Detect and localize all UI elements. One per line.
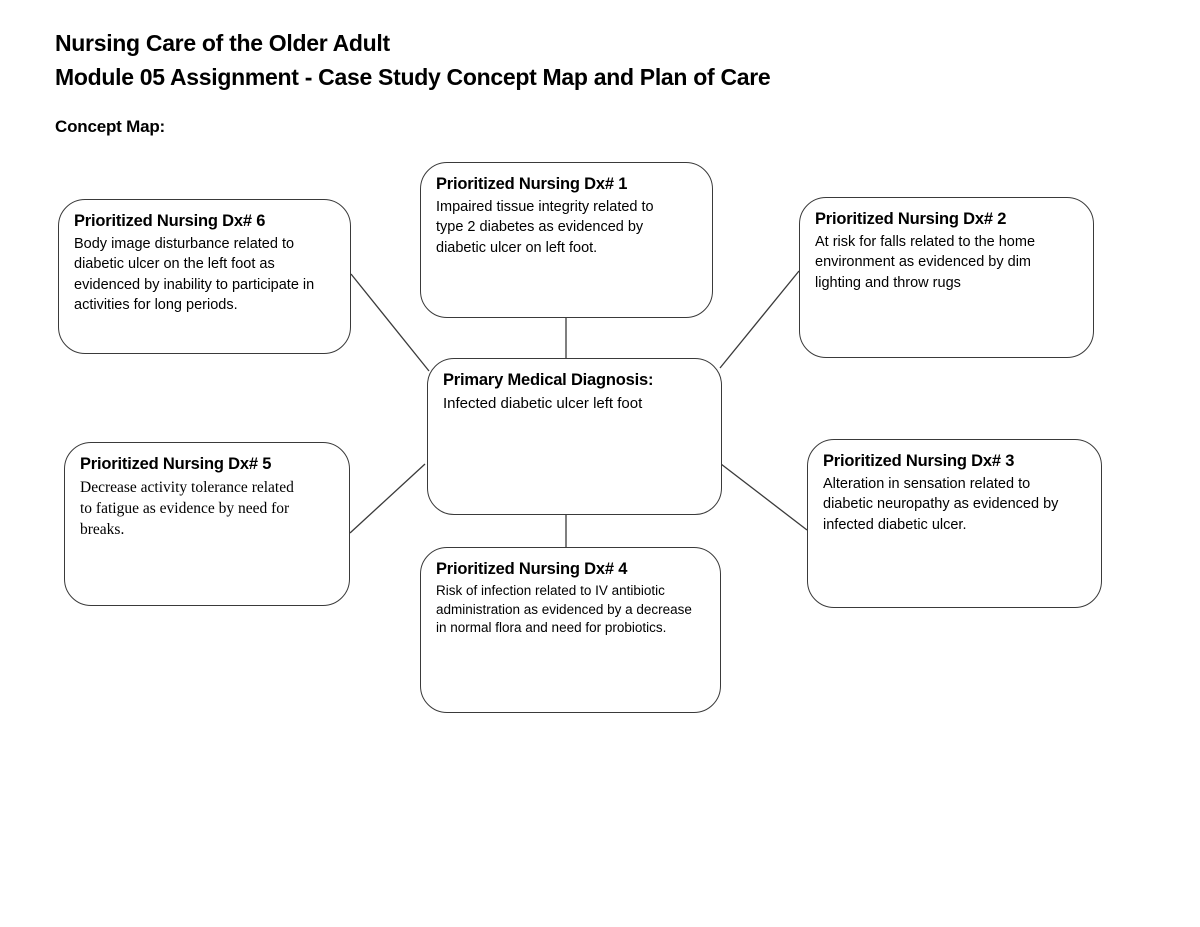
- node-dx4-body: Risk of infection related to IV antibiot…: [436, 582, 692, 636]
- node-dx3: Prioritized Nursing Dx# 3 Alteration in …: [807, 439, 1102, 608]
- node-dx5-title: Prioritized Nursing Dx# 5: [80, 455, 272, 473]
- node-dx1-title: Prioritized Nursing Dx# 1: [436, 175, 628, 193]
- node-dx2-title: Prioritized Nursing Dx# 2: [815, 210, 1007, 228]
- node-dx3-title: Prioritized Nursing Dx# 3: [823, 452, 1015, 470]
- node-primary-diagnosis-title: Primary Medical Diagnosis:: [443, 371, 654, 389]
- node-dx5: Prioritized Nursing Dx# 5 Decrease activ…: [64, 442, 350, 606]
- node-primary-diagnosis: Primary Medical Diagnosis: Infected diab…: [427, 358, 722, 515]
- node-dx4: Prioritized Nursing Dx# 4 Risk of infect…: [420, 547, 721, 713]
- node-dx5-body: Decrease activity tolerance related to f…: [80, 478, 294, 539]
- connector-dx5-center: [349, 463, 426, 534]
- node-dx1-body: Impaired tissue integrity related to typ…: [436, 198, 654, 256]
- node-dx6: Prioritized Nursing Dx# 6 Body image dis…: [58, 199, 351, 354]
- node-dx2: Prioritized Nursing Dx# 2 At risk for fa…: [799, 197, 1094, 358]
- node-dx1: Prioritized Nursing Dx# 1 Impaired tissu…: [420, 162, 713, 318]
- page-title-line2: Module 05 Assignment - Case Study Concep…: [55, 64, 771, 90]
- connector-center-dx3: [720, 463, 808, 531]
- node-dx6-body: Body image disturbance related to diabet…: [74, 235, 315, 314]
- node-dx6-title: Prioritized Nursing Dx# 6: [74, 212, 266, 230]
- node-dx4-title: Prioritized Nursing Dx# 4: [436, 560, 628, 578]
- node-primary-diagnosis-body: Infected diabetic ulcer left foot: [443, 394, 643, 412]
- connector-dx2-center: [719, 270, 800, 369]
- node-dx2-body: At risk for falls related to the home en…: [815, 233, 1036, 291]
- page-title-line1: Nursing Care of the Older Adult: [55, 30, 390, 56]
- node-dx3-body: Alteration in sensation related to diabe…: [823, 475, 1059, 533]
- connector-dx6-center: [350, 273, 430, 372]
- concept-map-label: Concept Map:: [55, 117, 165, 136]
